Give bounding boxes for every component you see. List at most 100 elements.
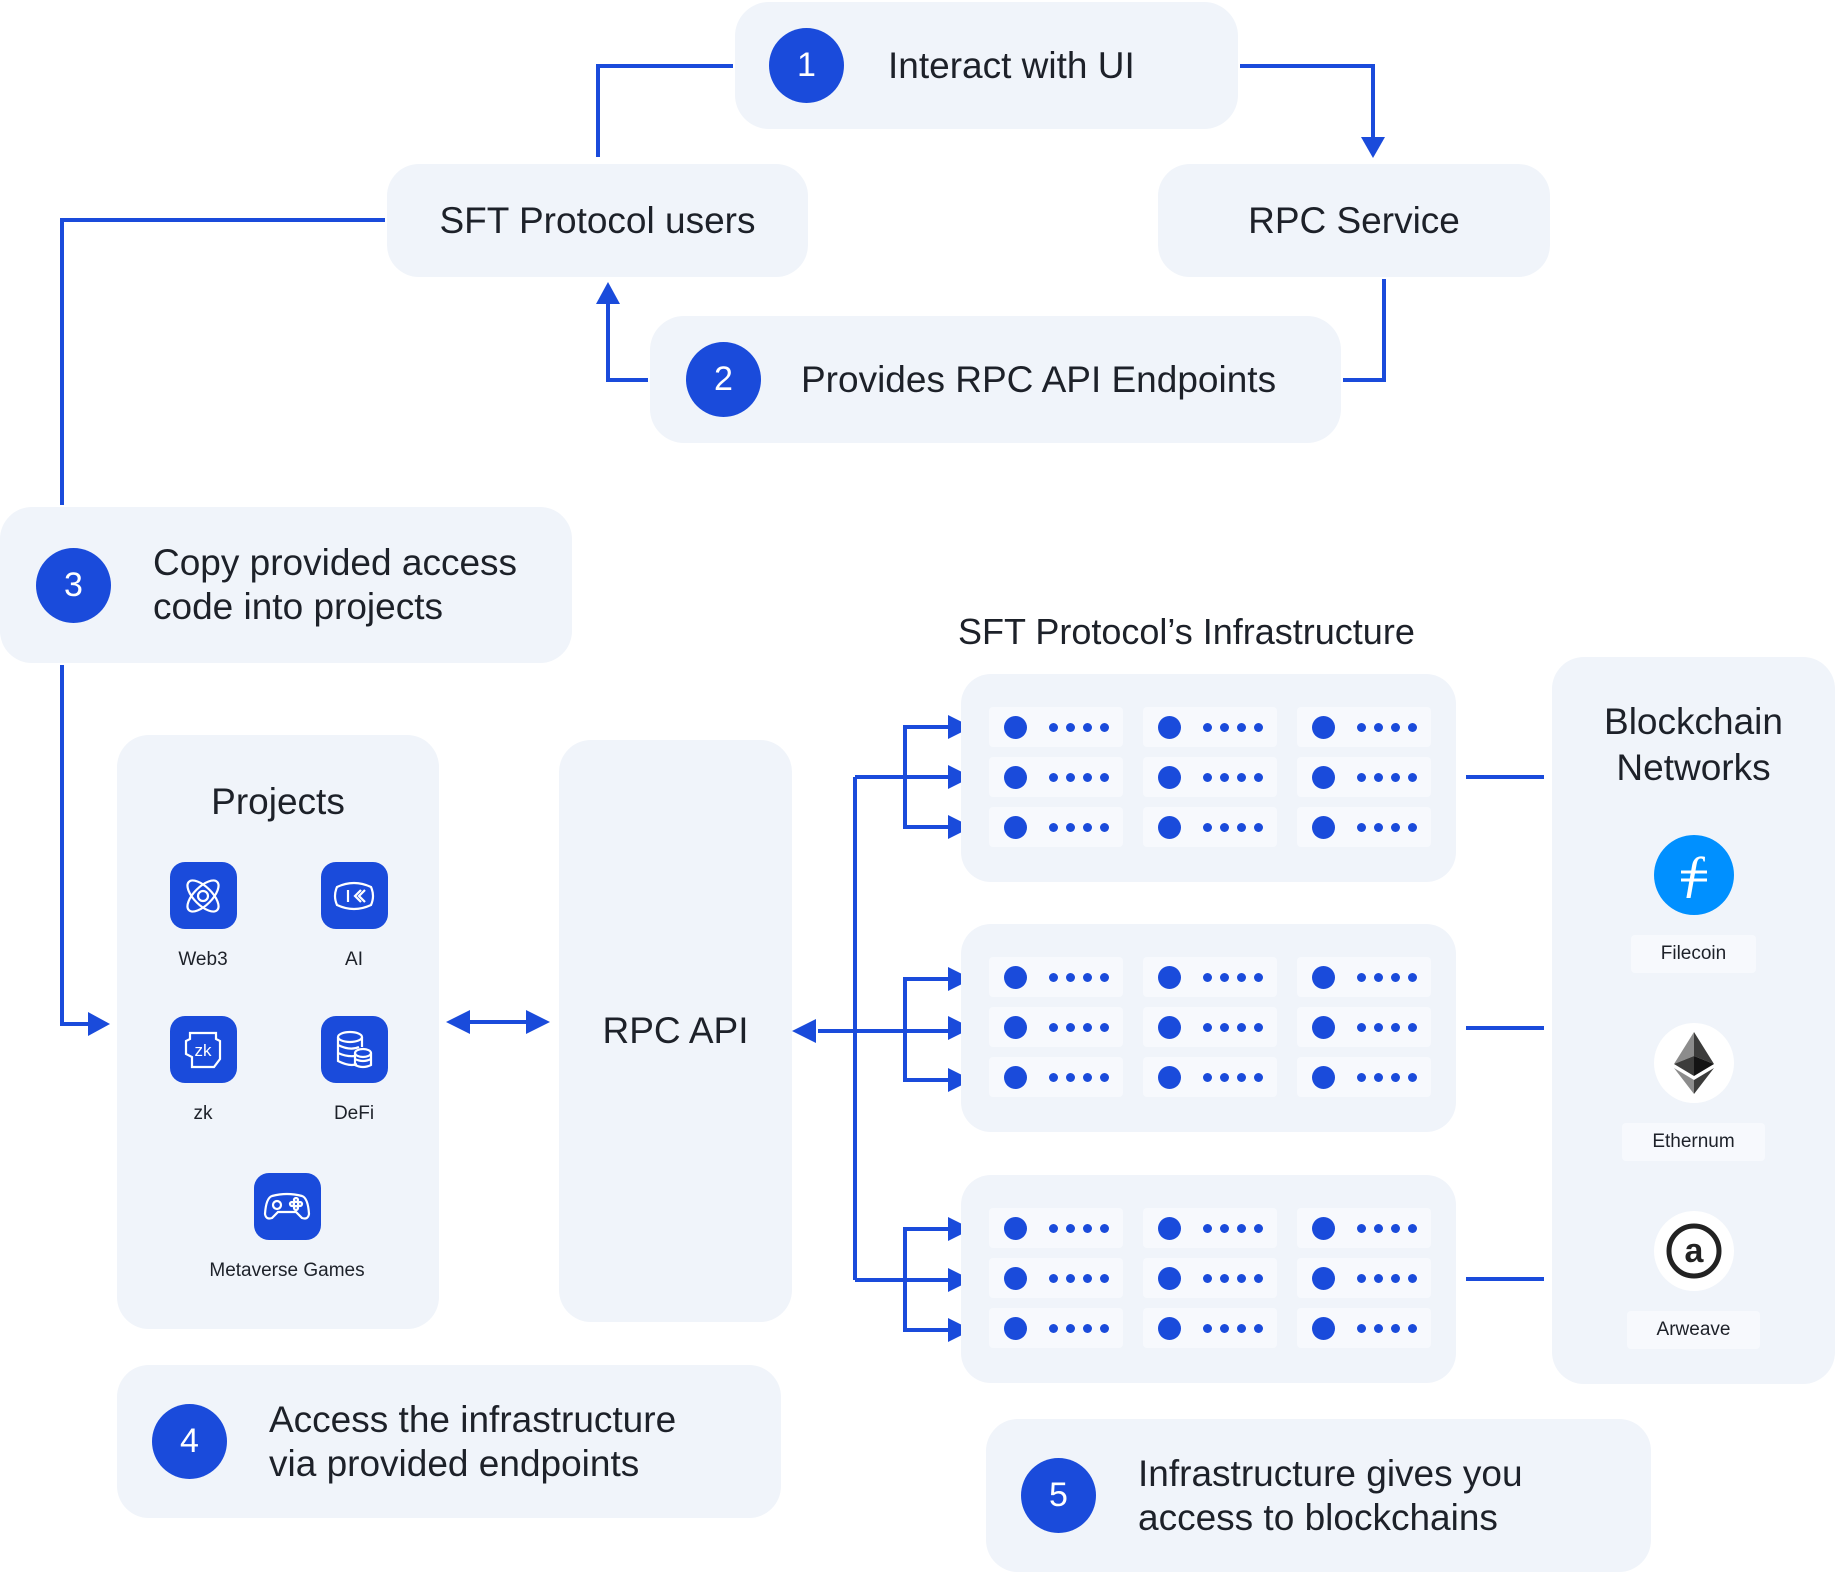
project-zk[interactable]: zk zk [128,1016,278,1125]
infrastructure-title: SFT Protocol’s Infrastructure [958,611,1415,652]
indicator-dot-icon [1254,973,1263,982]
chain-label: Arweave [1626,1311,1761,1349]
indicator-dot-icon [1408,823,1417,832]
project-label: Web3 [178,949,228,970]
status-dot-icon [1312,1066,1335,1089]
indicator-dot-icon [1357,1274,1366,1283]
wire-step1-to-rpc-service [1240,64,1375,140]
indicator-dot-icon [1049,973,1058,982]
indicator-dot-icon [1203,773,1212,782]
project-web3[interactable]: Web3 [128,862,278,971]
step-4-card: 4 Access the infrastructure via provided… [117,1365,781,1518]
indicator-dot-icon [1374,1023,1383,1032]
indicator-dot-icon [1254,1224,1263,1233]
step-3-badge: 3 [36,547,111,623]
wire-rpc-service-to-step2 [1343,279,1386,382]
status-dot-icon [1158,1267,1181,1290]
indicator-dot-icon [1408,1224,1417,1233]
status-dot-icon [1004,1267,1027,1290]
indicator-dot-icon [1220,1224,1229,1233]
indicator-dot-icon [1357,1073,1366,1082]
indicator-dot-icon [1083,823,1092,832]
server-cluster [961,924,1456,1132]
server-node [989,807,1123,847]
blockchain-title-line-1: Blockchain [1604,701,1783,742]
indicator-dot-icon [1374,1274,1383,1283]
indicator-dot-icon [1083,973,1092,982]
server-node [1143,1208,1277,1248]
chain-filecoin[interactable]: ƒ Filecoin [1552,835,1835,973]
indicator-dot-icon [1203,1224,1212,1233]
indicator-dot-icon [1220,1324,1229,1333]
server-node [989,1208,1123,1248]
chain-ethereum[interactable]: Ethernum [1552,1023,1835,1161]
server-node [1143,1308,1277,1348]
chain-label: Filecoin [1630,935,1757,973]
indicator-dot-icon [1408,723,1417,732]
indicator-dot-icon [1203,1023,1212,1032]
step-3-text-line-2: code into projects [153,586,444,627]
status-dot-icon [1004,716,1027,739]
indicator-dot-icon [1100,973,1109,982]
step-2-card: 2 Provides RPC API Endpoints [650,316,1341,443]
indicator-dot-icon [1049,723,1058,732]
indicator-dot-icon [1083,1274,1092,1283]
indicator-dot-icon [1254,1274,1263,1283]
indicator-dot-icon [1408,1023,1417,1032]
indicator-dot-icon [1203,1324,1212,1333]
indicator-dot-icon [1254,823,1263,832]
database-icon [320,1016,388,1083]
svg-text:a: a [1684,1232,1704,1270]
status-dot-icon [1312,1317,1335,1340]
indicator-dot-icon [1049,1324,1058,1333]
status-dot-icon [1004,1016,1027,1039]
step-3-text-line-1: Copy provided access [153,542,518,583]
atom-icon [169,862,237,929]
step-1-text: Interact with UI [888,44,1135,86]
indicator-dot-icon [1049,1023,1058,1032]
status-dot-icon [1004,1217,1027,1240]
indicator-dot-icon [1066,823,1075,832]
server-node [1143,1258,1277,1298]
status-dot-icon [1158,1217,1181,1240]
indicator-dot-icon [1357,823,1366,832]
indicator-dot-icon [1357,723,1366,732]
indicator-dot-icon [1374,773,1383,782]
arweave-icon: a [1653,1211,1734,1291]
indicator-dot-icon [1237,723,1246,732]
indicator-dot-icon [1357,773,1366,782]
svg-text:ƒ: ƒ [1681,846,1707,903]
server-node [1297,1057,1431,1097]
indicator-dot-icon [1408,773,1417,782]
status-dot-icon [1312,966,1335,989]
server-node [1143,1007,1277,1047]
server-node [1297,1258,1431,1298]
indicator-dot-icon [1237,1274,1246,1283]
indicator-dot-icon [1374,823,1383,832]
server-node [1143,957,1277,997]
indicator-dot-icon [1408,1073,1417,1082]
project-ai[interactable]: AI [279,862,429,971]
status-dot-icon [1158,966,1181,989]
indicator-dot-icon [1066,723,1075,732]
chain-arweave[interactable]: a Arweave [1552,1211,1835,1349]
status-dot-icon [1158,816,1181,839]
status-dot-icon [1312,1016,1335,1039]
arrow-head [596,282,620,304]
indicator-dot-icon [1049,823,1058,832]
indicator-dot-icon [1203,973,1212,982]
indicator-dot-icon [1237,973,1246,982]
project-defi[interactable]: DeFi [279,1016,429,1125]
project-metaverse-games[interactable]: Metaverse Games [197,1173,377,1282]
status-dot-icon [1004,1066,1027,1089]
server-node [1143,1057,1277,1097]
server-node [1297,707,1431,747]
indicator-dot-icon [1391,1023,1400,1032]
indicator-dot-icon [1391,1324,1400,1333]
indicator-dot-icon [1254,773,1263,782]
indicator-dot-icon [1049,1224,1058,1233]
indicator-dot-icon [1391,1274,1400,1283]
server-node [1297,757,1431,797]
indicator-dot-icon [1374,973,1383,982]
server-node [1297,807,1431,847]
